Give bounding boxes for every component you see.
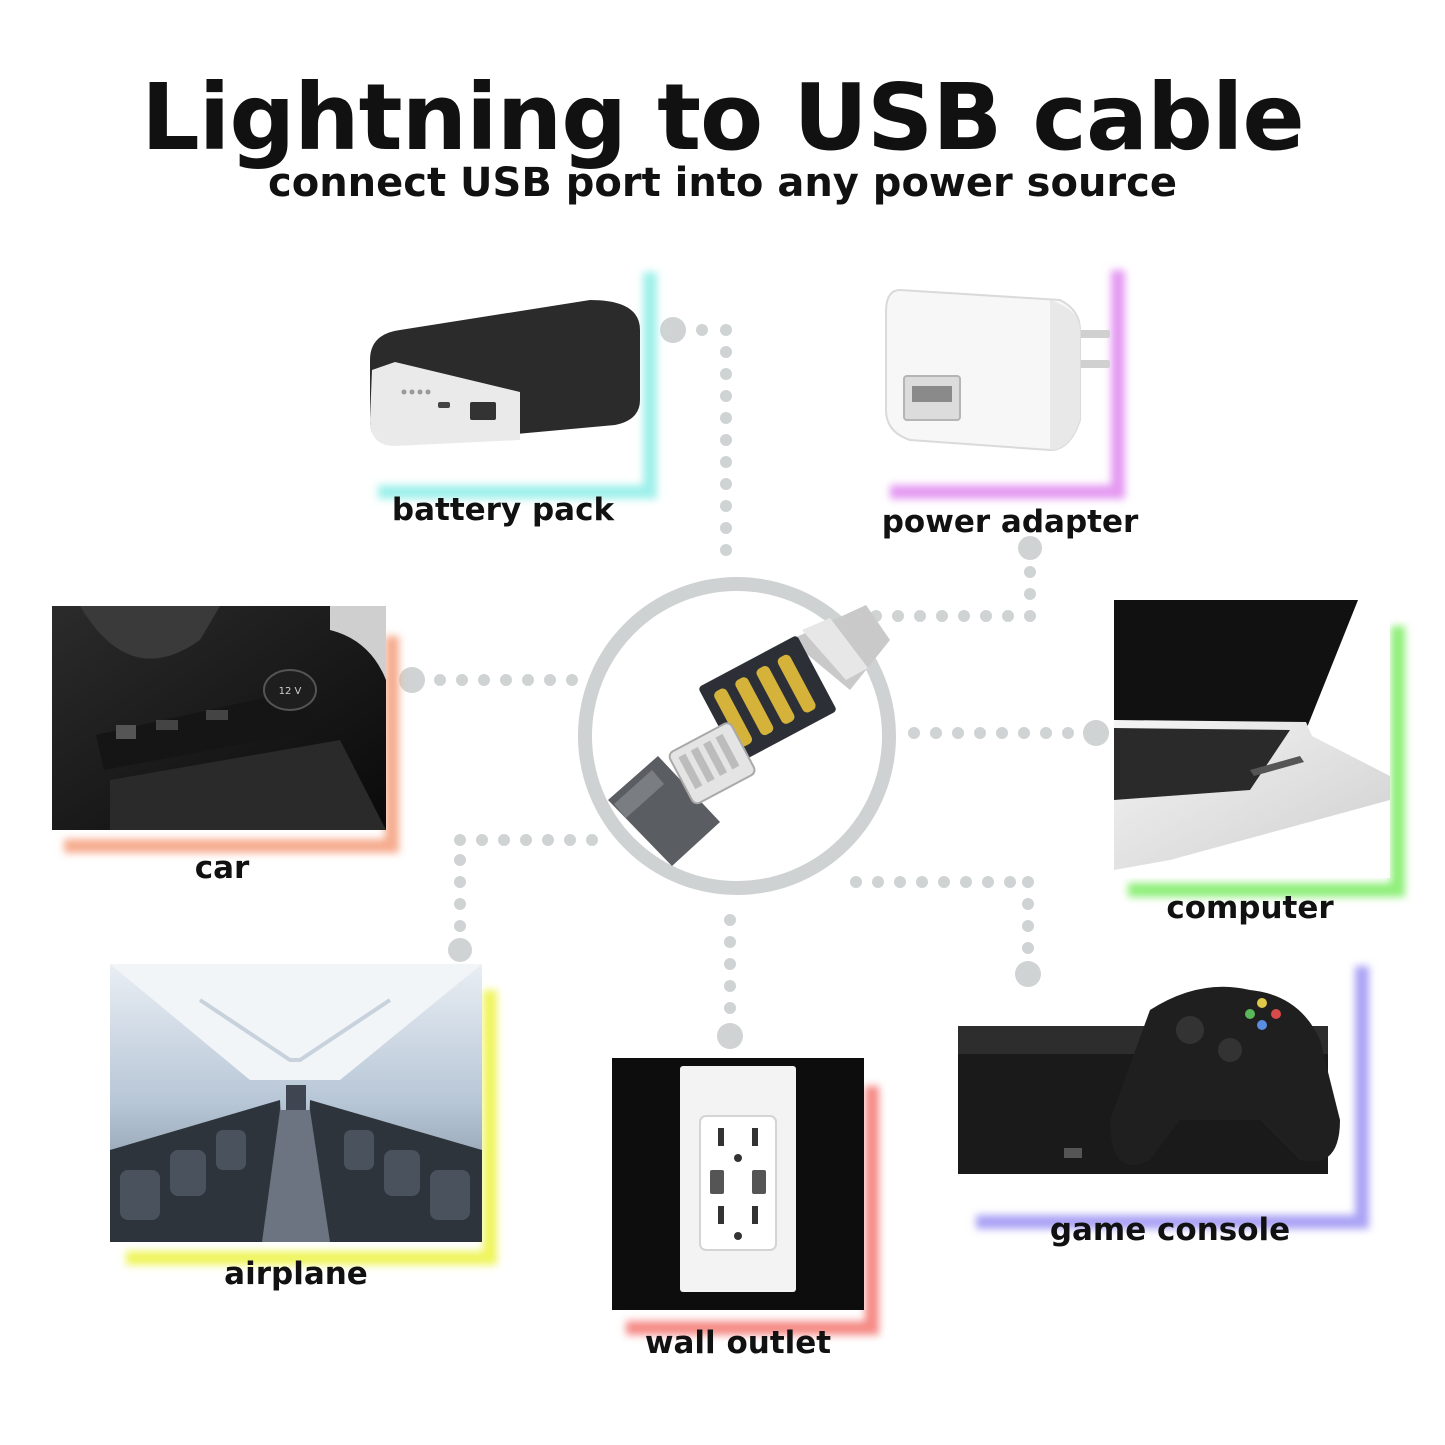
connector-lines: [399, 317, 1109, 1049]
page-subtitle: connect USB port into any power source: [268, 160, 1177, 206]
laptop-illustration: [1114, 600, 1390, 878]
connector-power-adapter: [870, 536, 1042, 622]
wall-outlet-illustration: [612, 1058, 864, 1310]
lightning-connector-icon: [608, 722, 756, 866]
connector-car: [399, 667, 578, 693]
power-adapter-illustration: [885, 288, 1110, 452]
accent-frame: [126, 990, 497, 1265]
airplane-cabin-illustration: [110, 964, 482, 1242]
game-console-illustration: [958, 986, 1340, 1174]
card-car: 12 V: [52, 606, 399, 853]
card-power-adapter: [885, 270, 1125, 499]
connector-airplane: [448, 834, 598, 962]
label-car: car: [194, 850, 250, 886]
label-battery-pack: battery pack: [391, 492, 615, 528]
connector-computer: [908, 720, 1109, 746]
card-airplane: [110, 964, 497, 1265]
car-illustration: 12 V: [52, 606, 386, 830]
card-game-console: [958, 966, 1369, 1229]
card-computer: [1114, 600, 1405, 897]
connector-wall-outlet: [717, 914, 743, 1049]
accent-frame: [64, 636, 399, 853]
car-voltage-label: 12 V: [279, 686, 302, 697]
center-cable-illustration: [578, 577, 896, 895]
connector-game-console: [850, 876, 1041, 987]
battery-pack-illustration: [370, 300, 640, 446]
label-computer: computer: [1166, 890, 1334, 926]
accent-frame: [626, 1086, 879, 1335]
card-wall-outlet: [612, 1058, 879, 1335]
page-title: Lightning to USB cable: [141, 64, 1305, 171]
accent-frame: [378, 272, 657, 499]
label-airplane: airplane: [224, 1256, 368, 1292]
label-wall-outlet: wall outlet: [644, 1325, 832, 1361]
label-power-adapter: power adapter: [881, 504, 1139, 540]
accent-frame: [976, 966, 1369, 1229]
accent-frame: [1128, 626, 1405, 897]
label-game-console: game console: [1049, 1212, 1291, 1248]
dots: [696, 324, 732, 556]
accent-frame: [890, 270, 1125, 499]
connector-battery-pack: [660, 317, 732, 556]
card-battery-pack: [370, 272, 657, 499]
